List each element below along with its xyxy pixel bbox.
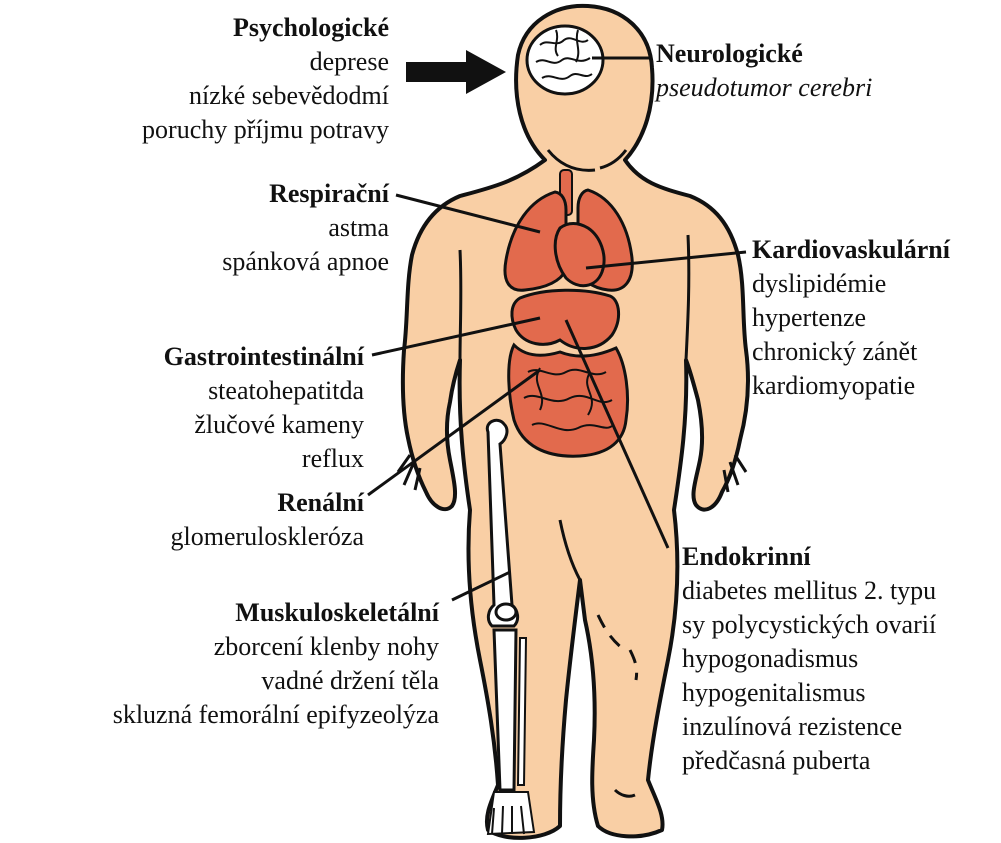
psychological-item: nízké sebevědodmí bbox=[142, 79, 389, 113]
renal-item: glomeruloskleróza bbox=[171, 520, 365, 554]
cardiovascular-group: Kardiovaskulární dyslipidémie hypertenze… bbox=[752, 233, 950, 403]
psychological-item: poruchy příjmu potravy bbox=[142, 113, 389, 147]
kneecap bbox=[496, 604, 516, 620]
gastrointestinal-heading: Gastrointestinální bbox=[164, 340, 364, 374]
endocrine-item: hypogonadismus bbox=[682, 642, 936, 676]
musculoskeletal-group: Muskuloskeletální zborcení klenby nohy v… bbox=[113, 596, 439, 732]
neurological-group: Neurologické pseudotumor cerebri bbox=[656, 37, 872, 105]
gastrointestinal-item: steatohepatitda bbox=[164, 374, 364, 408]
arrow-icon bbox=[406, 50, 506, 94]
arm-crease bbox=[460, 250, 461, 360]
cardiovascular-item: dyslipidémie bbox=[752, 267, 950, 301]
endocrine-item: inzulínová rezistence bbox=[682, 710, 936, 744]
respiratory-group: Respirační astma spánková apnoe bbox=[222, 177, 389, 279]
fibula bbox=[518, 638, 526, 785]
cardiovascular-item: hypertenze bbox=[752, 301, 950, 335]
gastrointestinal-item: žlučové kameny bbox=[164, 408, 364, 442]
cardiovascular-item: chronický zánět bbox=[752, 335, 950, 369]
cardiovascular-item: kardiomyopatie bbox=[752, 369, 950, 403]
musculoskeletal-item: skluzná femorální epifyzeolýza bbox=[113, 698, 439, 732]
respiratory-heading: Respirační bbox=[222, 177, 389, 211]
musculoskeletal-heading: Muskuloskeletální bbox=[113, 596, 439, 630]
neurological-item: pseudotumor cerebri bbox=[656, 71, 872, 105]
endocrine-heading: Endokrinní bbox=[682, 540, 936, 574]
musculoskeletal-item: zborcení klenby nohy bbox=[113, 630, 439, 664]
endocrine-item: sy polycystických ovarií bbox=[682, 608, 936, 642]
endocrine-item: hypogenitalismus bbox=[682, 676, 936, 710]
psychological-group: Psychologické deprese nízké sebevědodmí … bbox=[142, 11, 389, 147]
neurological-heading: Neurologické bbox=[656, 37, 872, 71]
gastrointestinal-item: reflux bbox=[164, 442, 364, 476]
respiratory-item: astma bbox=[222, 211, 389, 245]
musculoskeletal-item: vadné držení těla bbox=[113, 664, 439, 698]
gastrointestinal-group: Gastrointestinální steatohepatitda žlučo… bbox=[164, 340, 364, 476]
renal-heading: Renální bbox=[171, 486, 365, 520]
cardiovascular-heading: Kardiovaskulární bbox=[752, 233, 950, 267]
respiratory-item: spánková apnoe bbox=[222, 245, 389, 279]
psychological-heading: Psychologické bbox=[142, 11, 389, 45]
endocrine-group: Endokrinní diabetes mellitus 2. typu sy … bbox=[682, 540, 936, 778]
renal-group: Renální glomeruloskleróza bbox=[171, 486, 365, 554]
endocrine-item: předčasná puberta bbox=[682, 744, 936, 778]
endocrine-item: diabetes mellitus 2. typu bbox=[682, 574, 936, 608]
psychological-item: deprese bbox=[142, 45, 389, 79]
